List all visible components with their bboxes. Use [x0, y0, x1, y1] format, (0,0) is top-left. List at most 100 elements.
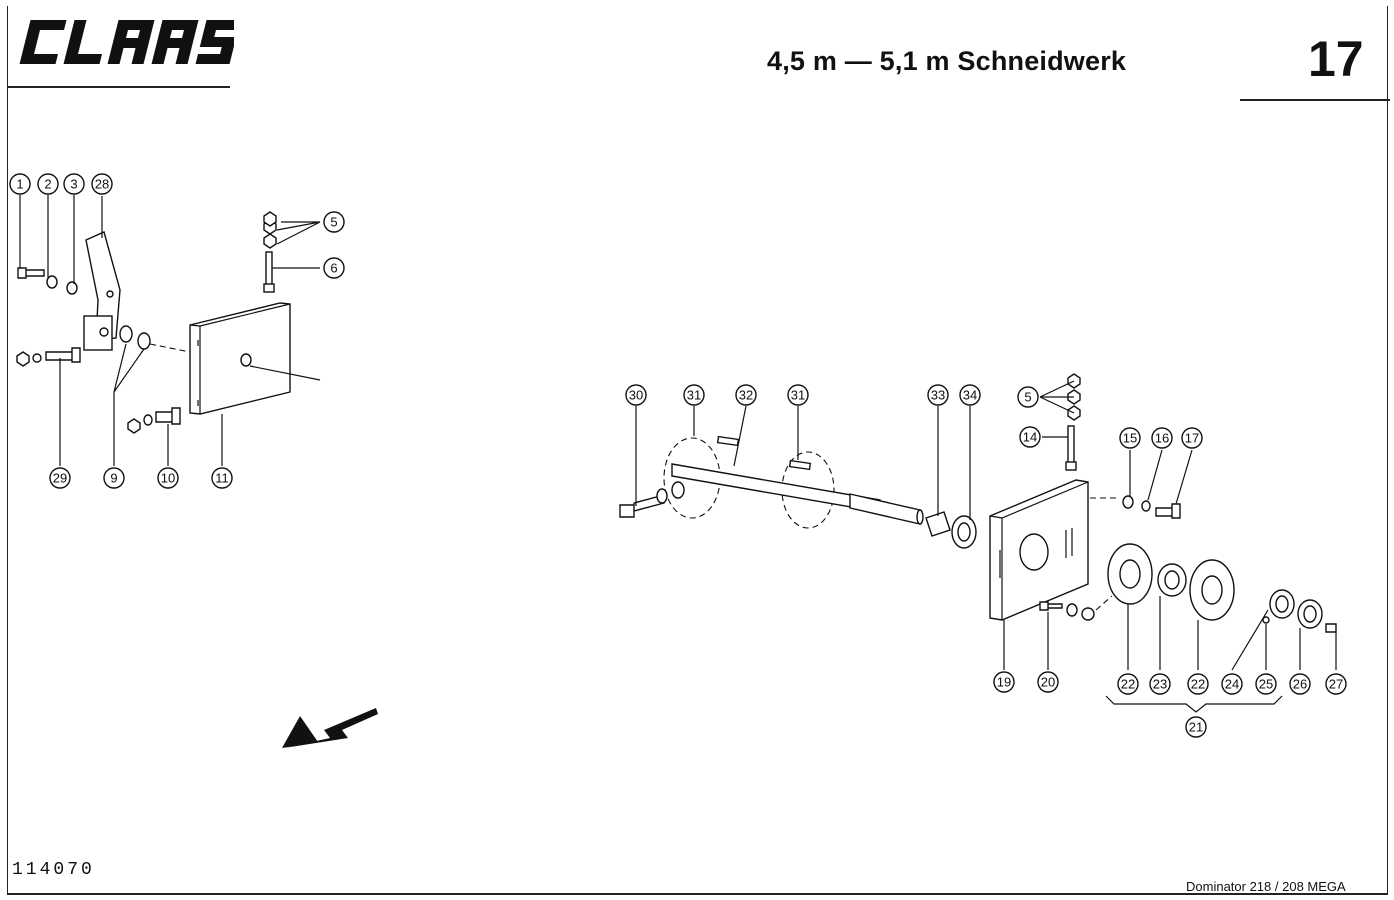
washer-2-part: [46, 275, 58, 289]
bolt-14-part: [1067, 425, 1075, 467]
page-title: 4,5 m — 5,1 m Schneidwerk: [767, 46, 1127, 76]
callout: 20: [1037, 671, 1059, 693]
title-underline: [1240, 99, 1390, 101]
svg-text:14: 14: [1023, 430, 1037, 445]
callout: 23: [1149, 673, 1171, 695]
svg-text:10: 10: [161, 471, 175, 486]
bolt-10-part: [155, 407, 181, 425]
svg-text:26: 26: [1293, 677, 1307, 692]
bolt-6-part: [265, 251, 273, 287]
washer-3-part: [66, 281, 78, 295]
svg-text:31: 31: [687, 388, 701, 403]
svg-text:25: 25: [1259, 677, 1273, 692]
callout: 32: [735, 384, 757, 406]
claas-logo: [19, 20, 234, 64]
svg-text:5: 5: [330, 215, 337, 230]
callout: 17: [1181, 427, 1203, 449]
callout: 1: [9, 173, 31, 195]
callout: 11: [211, 467, 233, 489]
screw-1-part: [17, 267, 45, 279]
bottom-rule: [7, 893, 1388, 895]
svg-text:24: 24: [1225, 677, 1239, 692]
callout: 9: [103, 467, 125, 489]
callout: 29: [49, 467, 71, 489]
callout: 10: [157, 467, 179, 489]
logo-underline: [8, 86, 230, 88]
callout: 5: [323, 211, 345, 233]
callout: 31: [683, 384, 705, 406]
lever-part: [85, 231, 121, 341]
callout: 15: [1119, 427, 1141, 449]
washer-9a-part: [119, 325, 133, 343]
callout: 6: [323, 257, 345, 279]
callouts-left: 1 2 3 28 5 6 29 9 10 11: [9, 173, 345, 489]
svg-text:22: 22: [1121, 677, 1135, 692]
bolt-29-part: [45, 347, 81, 363]
plate-11-part: [189, 302, 291, 415]
callout: 21: [1185, 716, 1207, 738]
callout: 14: [1019, 426, 1041, 448]
nut-5b-part: [263, 211, 277, 227]
document-number: 114070: [12, 860, 95, 880]
svg-text:23: 23: [1153, 677, 1167, 692]
page-number: 17: [1308, 31, 1364, 87]
svg-text:15: 15: [1123, 431, 1137, 446]
svg-text:16: 16: [1155, 431, 1169, 446]
callout: 22: [1117, 673, 1139, 695]
svg-text:5: 5: [1024, 390, 1031, 405]
nut-29-part: [16, 351, 30, 367]
callout: 16: [1151, 427, 1173, 449]
callout: 31: [787, 384, 809, 406]
page-frame: [7, 6, 1388, 894]
nipple-25-part: [1262, 616, 1270, 624]
svg-text:6: 6: [330, 261, 337, 276]
callout: 33: [927, 384, 949, 406]
callout: 27: [1325, 673, 1347, 695]
svg-text:9: 9: [110, 471, 117, 486]
bolt-17-part: [1155, 503, 1181, 519]
model-footer: Dominator 218 / 208 MEGA: [1186, 879, 1346, 894]
callout: 34: [959, 384, 981, 406]
callout: 28: [91, 173, 113, 195]
nut-10-part: [127, 418, 141, 434]
callout: 5: [1017, 386, 1039, 408]
svg-text:11: 11: [215, 471, 229, 486]
nut-5c-part: [263, 233, 277, 249]
svg-text:20: 20: [1041, 675, 1055, 690]
left-assembly: [16, 195, 321, 466]
callout: 26: [1289, 673, 1311, 695]
callouts-right: 30 31 32 31 33 34 5 14 15 16 17 19 20 22…: [625, 384, 1347, 738]
callout: 19: [993, 671, 1015, 693]
svg-text:30: 30: [629, 388, 643, 403]
svg-text:32: 32: [739, 388, 753, 403]
svg-text:2: 2: [44, 177, 51, 192]
group-bracket-21: [1105, 695, 1283, 713]
shaft-32-part: [671, 463, 881, 513]
right-assembly: [619, 373, 1337, 713]
svg-text:27: 27: [1329, 677, 1343, 692]
svg-text:22: 22: [1191, 677, 1205, 692]
svg-text:29: 29: [53, 471, 67, 486]
screw-27-part: [1325, 623, 1337, 633]
arrow-icon: [282, 708, 378, 748]
svg-text:19: 19: [997, 675, 1011, 690]
callout: 22: [1187, 673, 1209, 695]
callout: 3: [63, 173, 85, 195]
washer-15-part: [1122, 495, 1134, 509]
callout: 2: [37, 173, 59, 195]
svg-text:34: 34: [963, 388, 977, 403]
washer-9b-part: [137, 332, 151, 350]
callout: 24: [1221, 673, 1243, 695]
bolt-20-part: [1039, 601, 1063, 611]
svg-text:31: 31: [791, 388, 805, 403]
callout: 25: [1255, 673, 1277, 695]
callout: 30: [625, 384, 647, 406]
svg-text:1: 1: [16, 177, 23, 192]
svg-text:3: 3: [70, 177, 77, 192]
svg-text:21: 21: [1189, 720, 1203, 735]
svg-text:28: 28: [95, 177, 109, 192]
svg-text:17: 17: [1185, 431, 1199, 446]
washer-16-part: [1141, 500, 1151, 512]
